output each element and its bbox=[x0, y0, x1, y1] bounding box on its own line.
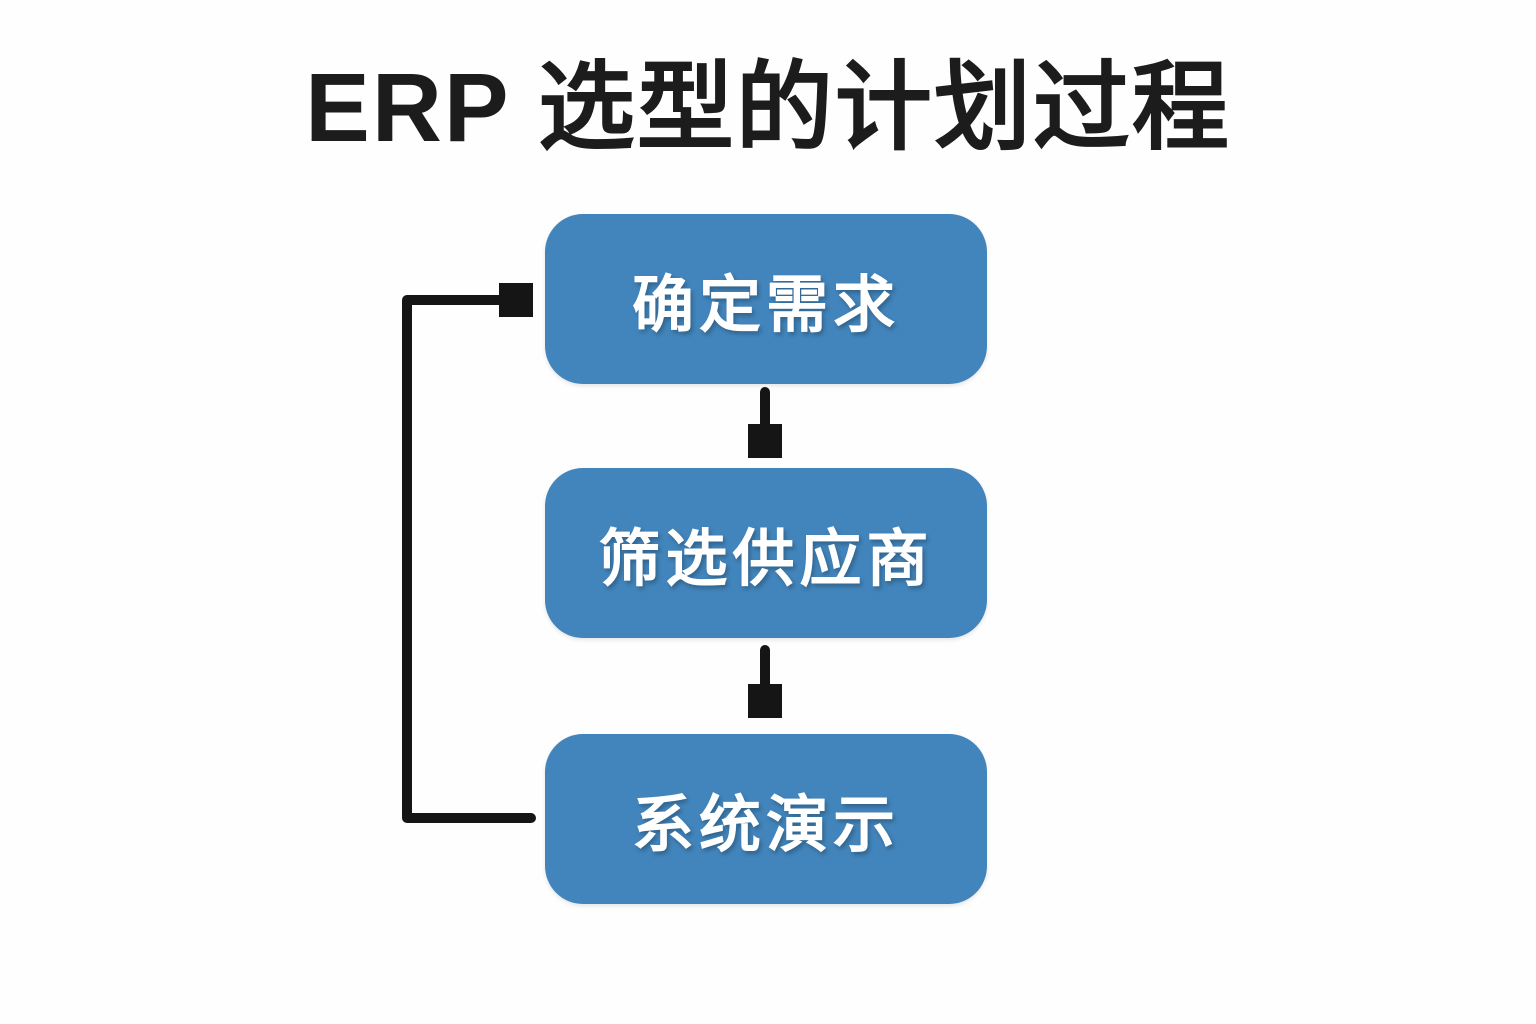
flow-node-label: 确定需求 bbox=[631, 271, 900, 340]
feedback-loop-arrow-icon bbox=[402, 300, 536, 823]
flow-node-label: 系统演示 bbox=[631, 791, 900, 860]
diagram-title: ERP 选型的计划过程 bbox=[305, 53, 1231, 162]
flow-node-system-demo: 系统演示 bbox=[545, 734, 987, 904]
flow-node-label: 筛选供应商 bbox=[598, 525, 934, 594]
flow-node-screen-vendors: 筛选供应商 bbox=[545, 468, 987, 638]
flow-node-determine-requirements: 确定需求 bbox=[545, 214, 987, 384]
